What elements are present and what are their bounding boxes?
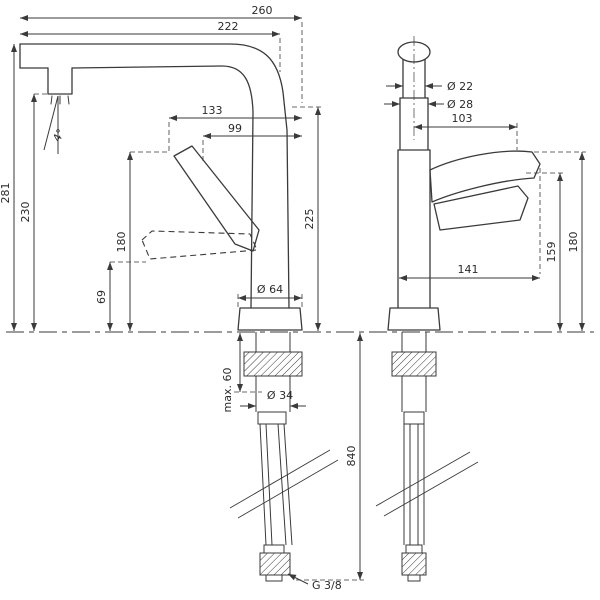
dim-label-height-159: 159 [545,242,558,263]
mounting-nut-front [391,351,437,377]
dim-label-hose-length: 840 [345,446,358,467]
spray-angle-indicator [43,95,59,154]
mounting-nut-side [243,351,303,377]
dim-label-height-225: 225 [303,209,316,230]
dim-label-reach-99: 99 [228,122,242,135]
break-lines-front [375,451,479,517]
dim-label-width-141: 141 [458,263,479,276]
dim-label-spout-projection: 222 [218,20,239,33]
front-view: Ø 22 Ø 28 103 180 159 141 [375,36,586,582]
front-view-mounting [375,332,479,582]
break-lines-side [229,449,339,519]
side-view-faucet-outline [19,43,303,331]
supply-hoses-side [259,423,293,546]
hose-connector-front [401,552,427,576]
dim-label-width-103: 103 [452,112,473,125]
dim-label-height-180-front: 180 [567,232,580,253]
front-view-dimension-lines [384,83,586,331]
dim-label-height-69: 69 [95,290,108,304]
dim-label-reach-133: 133 [202,104,223,117]
dim-label-max-mounting: max. 60 [221,368,234,413]
dim-label-shaft-diameter: Ø 34 [267,389,293,402]
dim-label-total-width: 260 [252,4,273,17]
dim-label-base-diameter: Ø 64 [257,283,283,296]
dim-label-dia-28: Ø 28 [447,98,473,111]
side-view-mounting [229,332,339,582]
hose-connector-side [259,552,291,576]
dim-label-height-180-side: 180 [115,232,128,253]
side-view-handle-alt-position [141,230,258,260]
dim-label-dia-22: Ø 22 [447,80,473,93]
dim-label-spray-angle: 4° [50,127,67,144]
dim-label-height-281: 281 [0,183,12,204]
side-view: 260 222 133 99 281 230 180 69 225 Ø 64 4… [0,4,364,592]
dim-label-connection-thread: G 3/8 [312,579,342,592]
side-view-dimension-lines [11,15,364,585]
dim-label-height-230: 230 [19,202,32,223]
supply-hoses-front [403,424,425,545]
